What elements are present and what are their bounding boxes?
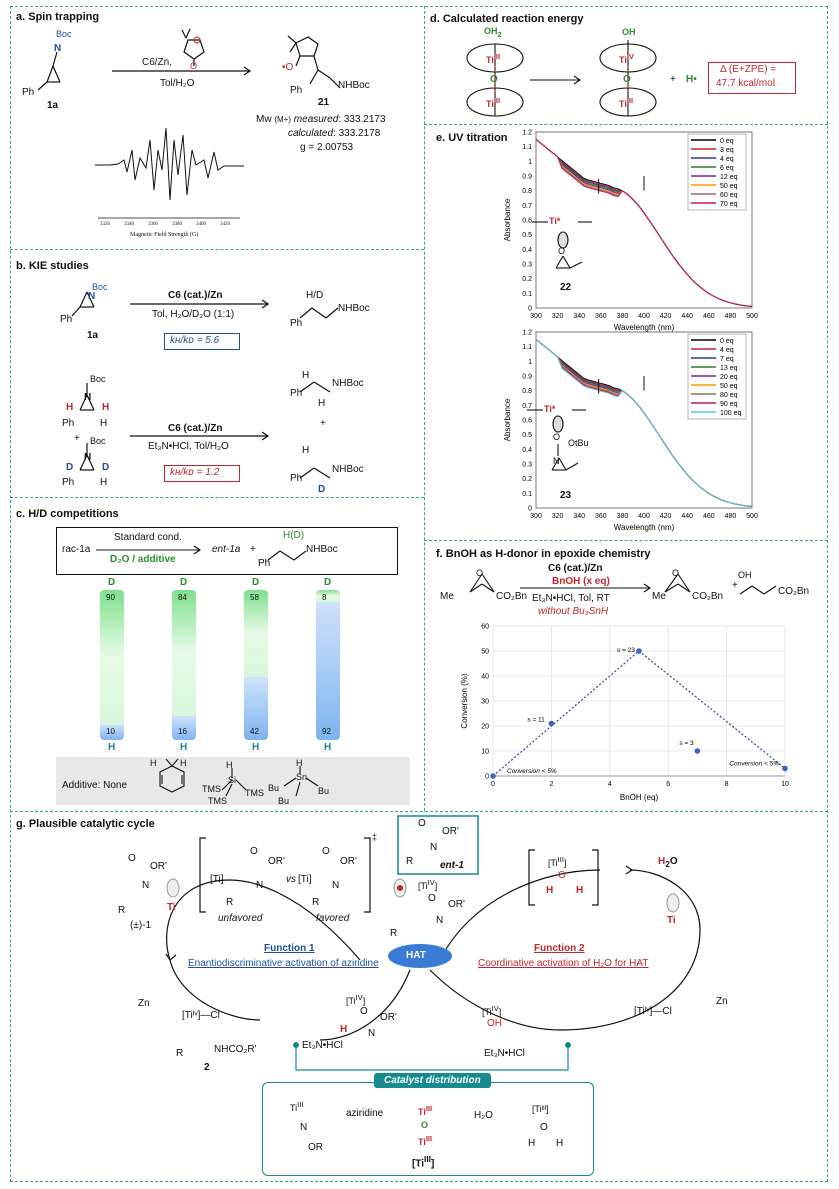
cat-dimer-ti-1: TiIII bbox=[418, 1104, 432, 1117]
bottom-n: N bbox=[368, 1028, 375, 1039]
cat-aziridine-n: N bbox=[300, 1122, 307, 1133]
func1-desc: Enantiodiscriminative activation of azir… bbox=[188, 958, 379, 969]
racemic-label: (±)-1 bbox=[130, 920, 151, 931]
int-o: O bbox=[428, 893, 436, 904]
zn-left: Zn bbox=[138, 998, 150, 1009]
et3n-left: Et₃N•HCl bbox=[302, 1040, 343, 1051]
water-o: O bbox=[558, 870, 566, 881]
ent-label: ent-1 bbox=[440, 860, 464, 871]
ti-left: Ti bbox=[167, 902, 176, 913]
ent-r: R bbox=[406, 856, 413, 867]
bottom-o: O bbox=[360, 1006, 368, 1017]
cat-water-h1: H bbox=[528, 1138, 535, 1149]
ts-or-1: OR' bbox=[268, 856, 285, 867]
cat-h2o-label: H₂O bbox=[474, 1110, 493, 1121]
ti-iv-bracket-1: [TiIV] bbox=[418, 878, 437, 891]
ti-iii-water: [TiIII] bbox=[548, 855, 566, 868]
et3n-right: Et₃N•HCl bbox=[484, 1048, 525, 1059]
ent-o: O bbox=[418, 818, 426, 829]
ts-n-1: N bbox=[256, 880, 263, 891]
ts-favored: favored bbox=[316, 913, 349, 924]
ts-o-2: O bbox=[322, 846, 330, 857]
ts-ti-1: [Ti] bbox=[210, 874, 224, 885]
product-r: R bbox=[176, 1048, 183, 1059]
cat-aziridine-label: aziridine bbox=[346, 1108, 383, 1119]
hat-label: HAT bbox=[406, 950, 426, 961]
oh-red: OH bbox=[487, 1018, 502, 1029]
ts-r-2: R bbox=[312, 897, 319, 908]
cat-ti-iii-bracket: [Tiᴵᴵᴵ] bbox=[532, 1104, 549, 1114]
func1-title: Function 1 bbox=[264, 943, 315, 954]
func2-desc: Coordinative activation of H₂O for HAT bbox=[478, 958, 648, 969]
cat-dimer-o: O bbox=[421, 1120, 428, 1130]
int-n: N bbox=[436, 915, 443, 926]
ts-o-1: O bbox=[250, 846, 258, 857]
bottom-or: OR' bbox=[380, 1012, 397, 1023]
int-r: R bbox=[390, 928, 397, 939]
cat-dimer-ti-2: TiIII bbox=[418, 1134, 432, 1147]
func2-title: Function 2 bbox=[534, 943, 585, 954]
bottom-h: H bbox=[340, 1024, 347, 1035]
ti-iv-oh: [TiIV] bbox=[482, 1004, 501, 1017]
ts-or-2: OR' bbox=[340, 856, 357, 867]
cat-or: OR bbox=[308, 1142, 323, 1153]
ti-cl-left: [Tiᴵᵛ]—Cl bbox=[182, 1010, 220, 1021]
water-h1: H bbox=[546, 885, 553, 896]
g-or-left: OR' bbox=[150, 861, 167, 872]
product-2-label: 2 bbox=[204, 1062, 210, 1073]
g-o-left: O bbox=[128, 853, 136, 864]
ent-n: N bbox=[430, 842, 437, 853]
water-h2: H bbox=[576, 885, 583, 896]
ts-ti-2: [Ti] bbox=[298, 874, 312, 885]
ti-iv-bracket-2: [TiIV] bbox=[346, 993, 365, 1006]
ti-right: Ti bbox=[667, 915, 676, 926]
ts-dagger: ‡ bbox=[372, 832, 377, 842]
int-or: OR' bbox=[448, 899, 465, 910]
ts-n-2: N bbox=[332, 880, 339, 891]
g-n-left: N bbox=[142, 880, 149, 891]
ts-r-1: R bbox=[226, 897, 233, 908]
cat-water-h2: H bbox=[556, 1138, 563, 1149]
cat-water-o: O bbox=[540, 1122, 548, 1133]
ts-vs: vs bbox=[286, 874, 296, 885]
product-formula: NHCO₂R' bbox=[214, 1044, 256, 1055]
ti-cl-right: [Tiᴵᵛ]—Cl bbox=[634, 1006, 672, 1017]
cat-ti-iii: TiIII bbox=[290, 1100, 303, 1113]
ent-or: OR' bbox=[442, 826, 459, 837]
catalyst-distribution-label: Catalyst distribution bbox=[374, 1073, 491, 1088]
h2o-label: H2O bbox=[658, 856, 678, 869]
g-r-left: R bbox=[118, 905, 125, 916]
ts-unfavored: unfavored bbox=[218, 913, 262, 924]
zn-right: Zn bbox=[716, 996, 728, 1007]
cat-dimer-label: [TiIII] bbox=[412, 1154, 434, 1169]
